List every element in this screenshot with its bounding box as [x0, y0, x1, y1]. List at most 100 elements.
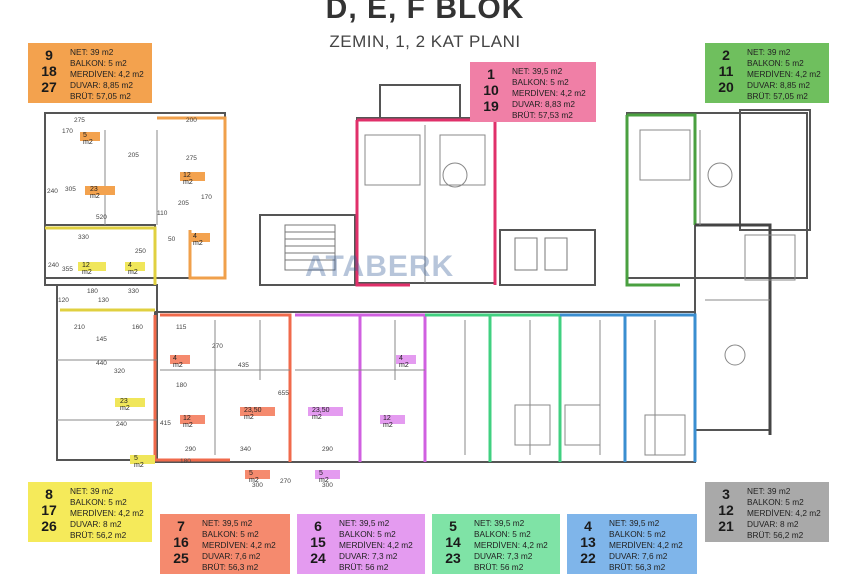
- stat-line: BRÜT: 57,53 m2: [512, 110, 573, 120]
- room-label: 23,50 m2: [244, 407, 262, 421]
- stat-line: BRÜT: 57,05 m2: [70, 91, 131, 101]
- room-label: 5 m2: [319, 470, 329, 484]
- stat-line: BALKON: 5 m2: [339, 529, 396, 539]
- page-title: D, E, F BLOK: [325, 0, 525, 25]
- room-label: 23 m2: [120, 398, 130, 412]
- dimension-label: 110: [157, 210, 168, 217]
- room-label: 12 m2: [183, 415, 193, 429]
- stat-line: NET: 39 m2: [747, 486, 791, 496]
- stat-line: NET: 39,5 m2: [512, 66, 563, 76]
- unit-number: 11: [718, 63, 734, 79]
- stat-line: BRÜT: 57,05 m2: [747, 91, 808, 101]
- stat-line: NET: 39,5 m2: [202, 518, 253, 528]
- room-label: 5 m2: [249, 470, 259, 484]
- dimension-label: 50: [168, 236, 176, 243]
- unit-number: 25: [173, 550, 189, 566]
- dimension-label: 130: [98, 297, 109, 304]
- unit-number: 7: [177, 518, 185, 534]
- dimension-label: 180: [180, 458, 191, 465]
- room-label: 4 m2: [193, 233, 203, 247]
- room-label: 4 m2: [399, 355, 409, 369]
- stat-line: MERDİVEN: 4,2 m2: [512, 88, 586, 98]
- room-label: 5 m2: [134, 455, 144, 469]
- stat-line: BALKON: 5 m2: [747, 497, 804, 507]
- stat-line: DUVAR: 7,6 m2: [609, 551, 668, 561]
- dimension-label: 340: [240, 446, 251, 453]
- unit-number: 21: [718, 518, 734, 534]
- dimension-label: 290: [185, 446, 196, 453]
- dimension-label: 205: [178, 200, 189, 207]
- dimension-label: 275: [186, 155, 197, 162]
- dimension-label: 115: [176, 324, 187, 331]
- unit-number: 13: [580, 534, 596, 550]
- stat-line: BRÜT: 56,2 m2: [70, 530, 127, 540]
- unit-number: 1: [487, 66, 495, 82]
- stat-line: BRÜT: 56 m2: [339, 562, 389, 572]
- stat-line: BRÜT: 56,3 m2: [202, 562, 259, 572]
- stat-line: DUVAR: 7,6 m2: [202, 551, 261, 561]
- stat-line: DUVAR: 8,83 m2: [512, 99, 576, 109]
- room-label: 4 m2: [173, 355, 183, 369]
- dimension-label: 240: [47, 188, 58, 195]
- stat-line: BALKON: 5 m2: [70, 58, 127, 68]
- unit-number: 15: [310, 534, 326, 550]
- dimension-label: 305: [65, 186, 76, 193]
- unit-number: 9: [45, 47, 53, 63]
- unit-number: 22: [580, 550, 596, 566]
- dimension-label: 270: [280, 478, 291, 485]
- stat-line: NET: 39 m2: [70, 486, 114, 496]
- stat-line: MERDİVEN: 4,2 m2: [747, 69, 821, 79]
- dimension-label: 440: [96, 360, 107, 367]
- dimension-label: 355: [62, 266, 73, 273]
- unit-number: 5: [449, 518, 457, 534]
- stat-line: MERDİVEN: 4,2 m2: [70, 508, 144, 518]
- dimension-label: 250: [135, 248, 146, 255]
- stat-line: BALKON: 5 m2: [474, 529, 531, 539]
- dimension-label: 145: [96, 336, 107, 343]
- unit-number: 12: [718, 502, 734, 518]
- dimension-label: 275: [74, 117, 85, 124]
- stat-line: NET: 39 m2: [747, 47, 791, 57]
- dimension-label: 320: [114, 368, 125, 375]
- room-label: 5 m2: [83, 132, 93, 146]
- stat-line: BRÜT: 56,2 m2: [747, 530, 804, 540]
- dimension-label: 200: [186, 117, 197, 124]
- stat-line: NET: 39,5 m2: [474, 518, 525, 528]
- dimension-label: 300: [252, 482, 263, 489]
- dimension-label: 300: [322, 482, 333, 489]
- dimension-label: 170: [62, 128, 73, 135]
- stat-line: DUVAR: 8,85 m2: [70, 80, 134, 90]
- dimension-label: 330: [78, 234, 89, 241]
- dimension-label: 160: [132, 324, 143, 331]
- stat-line: NET: 39,5 m2: [609, 518, 660, 528]
- stat-line: MERDİVEN: 4,2 m2: [339, 540, 413, 550]
- room-label: 23 m2: [90, 186, 100, 200]
- unit-number: 23: [445, 550, 461, 566]
- stat-line: MERDİVEN: 4,2 m2: [747, 508, 821, 518]
- dimension-label: 180: [87, 288, 98, 295]
- stat-line: DUVAR: 7,3 m2: [474, 551, 533, 561]
- dimension-label: 290: [322, 446, 333, 453]
- stat-line: NET: 39,5 m2: [339, 518, 390, 528]
- unit-number: 4: [584, 518, 592, 534]
- stat-line: BALKON: 5 m2: [70, 497, 127, 507]
- watermark: ATABERK: [305, 250, 455, 283]
- room-label: 12 m2: [383, 415, 393, 429]
- stat-line: BALKON: 5 m2: [609, 529, 666, 539]
